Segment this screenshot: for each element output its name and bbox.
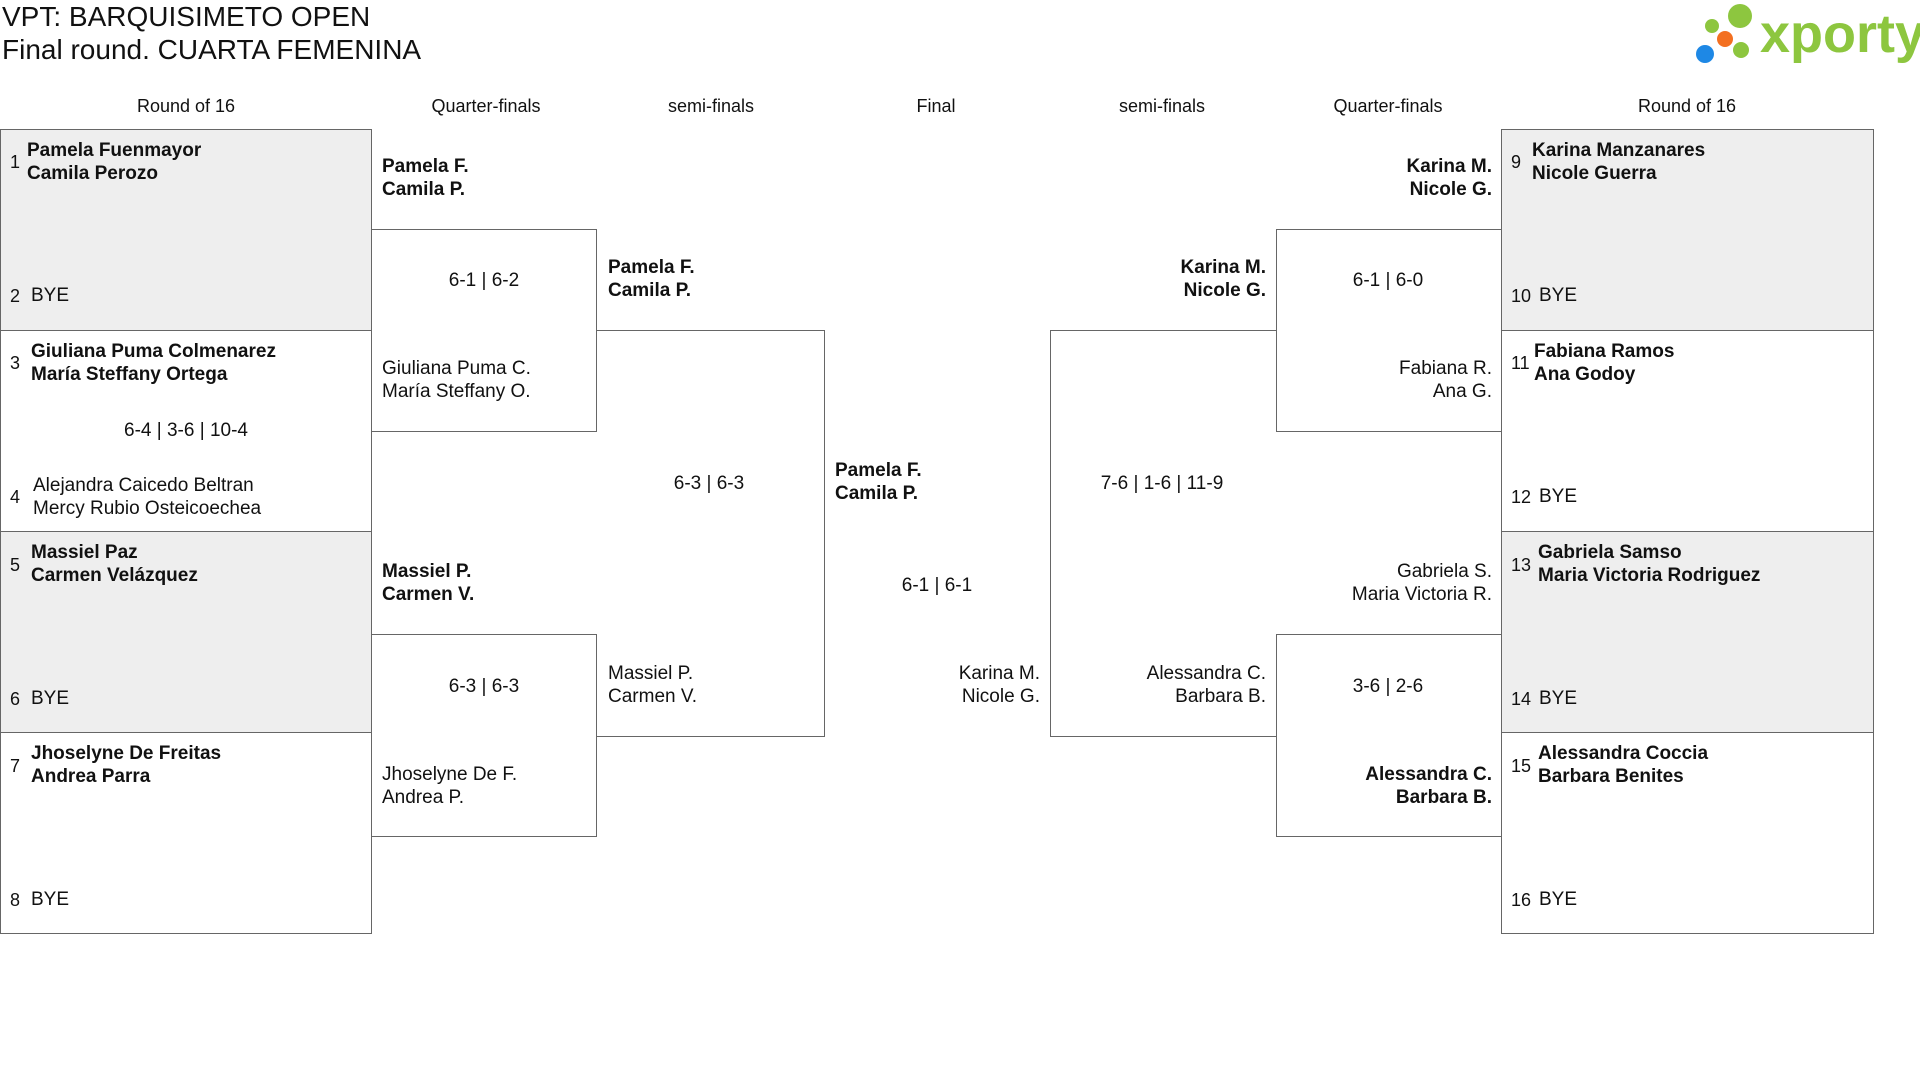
final-top-team: Pamela F.Camila P. — [835, 460, 922, 504]
seed-number: 2 — [10, 286, 21, 306]
qf-right-1-bottom-team: Fabiana R.Ana G. — [1399, 358, 1492, 402]
player-name: Massiel Paz — [31, 542, 138, 563]
player-name: Fabiana Ramos — [1534, 341, 1675, 362]
seed-number: 6 — [10, 689, 21, 709]
player-name: Alessandra Coccia — [1538, 743, 1709, 764]
qf-left-2-bottom-team: Jhoselyne De F.Andrea P. — [382, 764, 518, 808]
seed-number: 3 — [10, 353, 21, 373]
sf-right-bottom-team: Alessandra C.Barbara B. — [1146, 663, 1266, 707]
bye-label: BYE — [1539, 889, 1578, 910]
sf-right-top-team: Karina M.Nicole G. — [1180, 257, 1266, 301]
bye-label: BYE — [1539, 285, 1578, 306]
player-name: Alejandra Caicedo Beltran — [33, 475, 254, 496]
seed-number: 10 — [1511, 286, 1532, 306]
seed-number: 16 — [1511, 890, 1532, 910]
seed-number: 9 — [1511, 152, 1522, 172]
player-name: María Steffany Ortega — [31, 364, 228, 385]
match-qf-right-1[interactable] — [1276, 229, 1502, 432]
seed-number: 14 — [1511, 689, 1532, 709]
bye-label: BYE — [1539, 688, 1578, 709]
match-sf-left[interactable] — [596, 330, 825, 737]
match-r16-right-4[interactable] — [1501, 732, 1874, 934]
final-bottom-team: Karina M.Nicole G. — [958, 663, 1040, 707]
player-name: Pamela Fuenmayor — [27, 140, 202, 161]
qf-left-1-bottom-team: Giuliana Puma C.María Steffany O. — [382, 358, 531, 402]
player-name: Camila Perozo — [27, 163, 158, 184]
qf-right-1-top-team: Karina M.Nicole G. — [1406, 156, 1492, 200]
bye-label: BYE — [31, 688, 70, 709]
seed-number: 13 — [1511, 555, 1532, 575]
seed-number: 12 — [1511, 487, 1532, 507]
match-r16-left-4[interactable] — [0, 732, 372, 934]
seed-number: 7 — [10, 756, 21, 776]
player-name: Mercy Rubio Osteicoechea — [33, 498, 262, 519]
seed-number: 5 — [10, 555, 21, 575]
player-name: Nicole Guerra — [1532, 163, 1657, 184]
xporty-logo[interactable]: xporty — [1695, 2, 1920, 70]
page-title: VPT: BARQUISIMETO OPEN — [2, 1, 371, 32]
qf-right-2-bottom-team: Alessandra C.Barbara B. — [1365, 764, 1492, 808]
seed-number: 4 — [10, 487, 21, 507]
seed-number: 1 — [10, 152, 21, 172]
player-name: Giuliana Puma Colmenarez — [31, 341, 276, 362]
qf-left-1-top-team: Pamela F.Camila P. — [382, 156, 469, 200]
qf-left-2-top-team: Massiel P.Carmen V. — [382, 561, 475, 605]
bye-label: BYE — [1539, 486, 1578, 507]
player-name: Barbara Benites — [1538, 766, 1684, 787]
sf-left-bottom-team: Massiel P.Carmen V. — [608, 663, 698, 707]
bye-label: BYE — [31, 889, 70, 910]
player-name: Karina Manzanares — [1532, 140, 1706, 161]
match-qf-left-2[interactable] — [371, 634, 597, 837]
qf-right-2-top-team: Gabriela S.Maria Victoria R. — [1351, 561, 1492, 605]
logo-wordmark: xporty — [1760, 4, 1920, 64]
match-sf-right[interactable] — [1050, 330, 1277, 737]
seed-number: 15 — [1511, 756, 1532, 776]
seed-number: 11 — [1511, 353, 1530, 373]
bye-label: BYE — [31, 285, 70, 306]
logo-dots-icon — [1696, 4, 1752, 63]
player-name: Gabriela Samso — [1538, 542, 1682, 563]
match-r16-right-1[interactable] — [1501, 129, 1874, 331]
player-name: Carmen Velázquez — [31, 565, 198, 586]
player-name: Ana Godoy — [1534, 364, 1636, 385]
match-r16-left-1[interactable] — [0, 129, 372, 331]
player-name: Maria Victoria Rodriguez — [1538, 565, 1761, 586]
match-qf-right-2[interactable] — [1276, 634, 1502, 837]
sf-left-top-team: Pamela F.Camila P. — [608, 257, 695, 301]
player-name: Jhoselyne De Freitas — [31, 743, 222, 764]
match-r16-left-3[interactable] — [0, 531, 372, 733]
player-name: Andrea Parra — [31, 766, 151, 787]
page-subtitle: Final round. CUARTA FEMENINA — [2, 34, 422, 65]
seed-number: 8 — [10, 890, 21, 910]
